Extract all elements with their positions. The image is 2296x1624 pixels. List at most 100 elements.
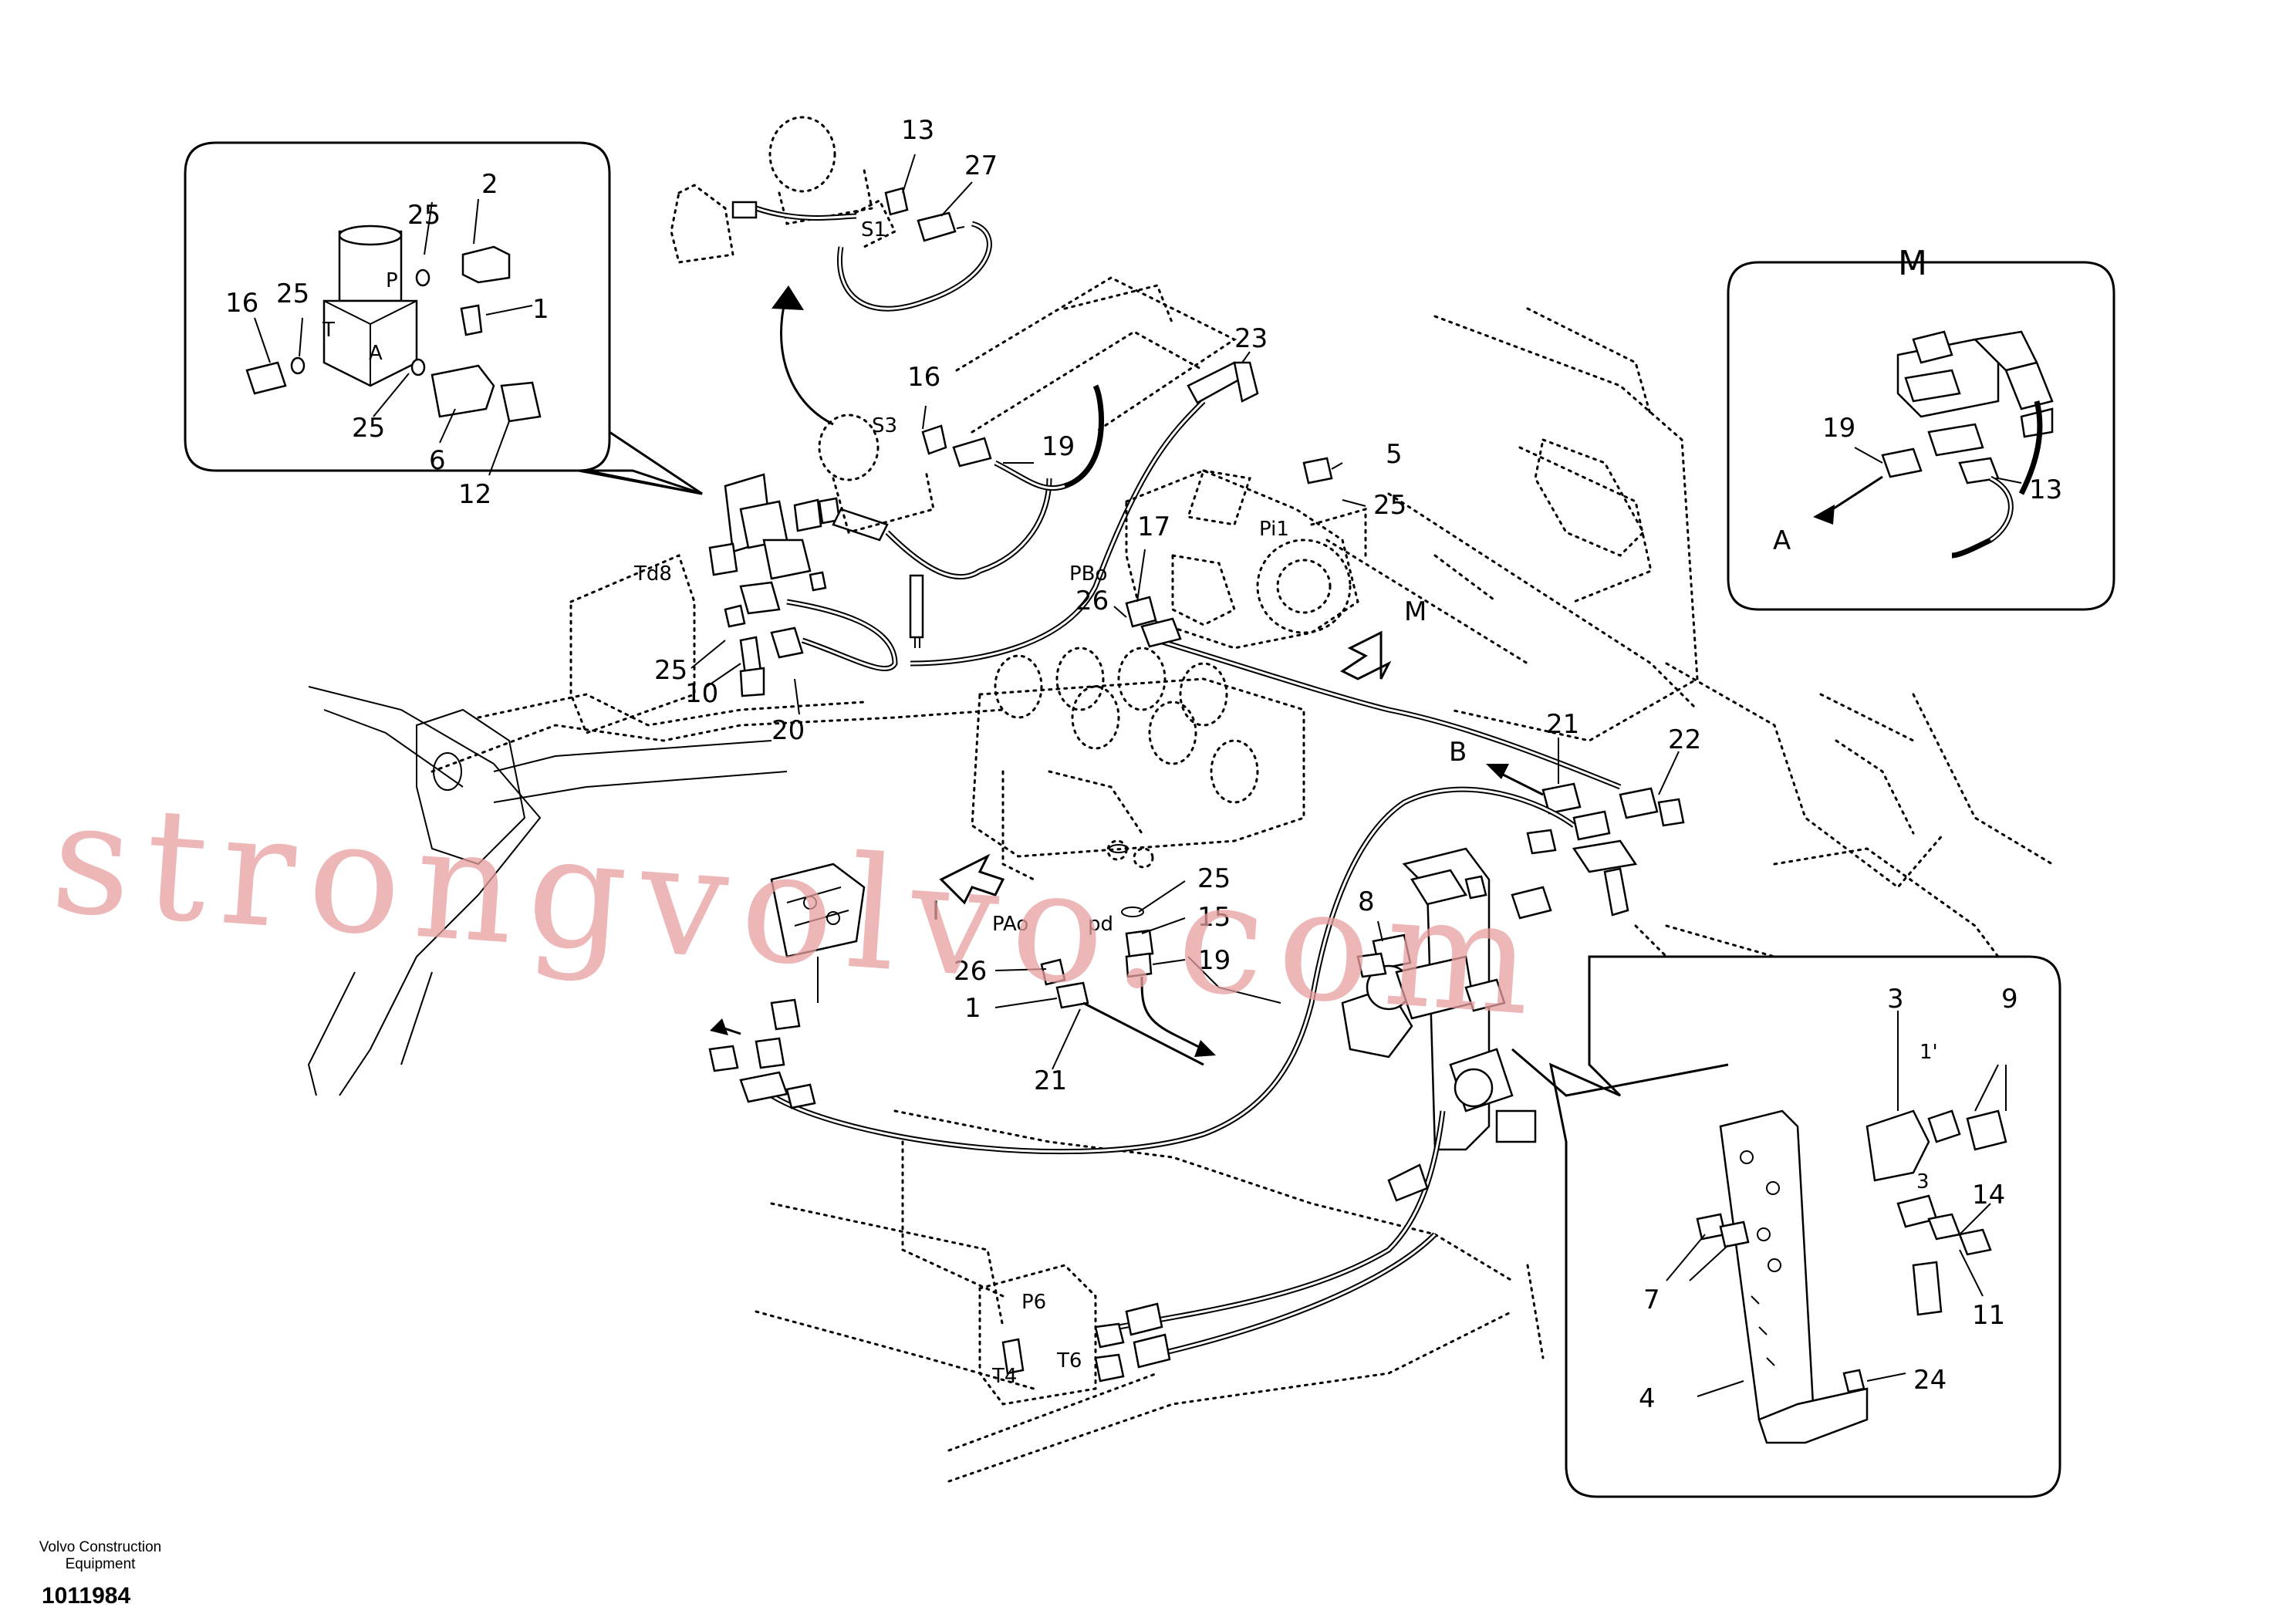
callout-inset-1: 1 xyxy=(532,294,549,325)
drawing-number: 1011984 xyxy=(42,1583,131,1609)
callout-inset-25a: 25 xyxy=(407,200,441,231)
port-inset-p: P xyxy=(386,269,398,292)
port-s3: S3 xyxy=(872,414,897,437)
callout-27: 27 xyxy=(964,150,998,181)
hose-t6 xyxy=(1141,1232,1437,1361)
callout-25-low: 25 xyxy=(1197,863,1231,894)
hose-23-core xyxy=(910,400,1205,665)
port-pbo: PBo xyxy=(1069,562,1107,586)
port-p6: P6 xyxy=(1021,1291,1046,1314)
callout-d-1p: 1' xyxy=(1920,1041,1938,1064)
callout-21-low: 21 xyxy=(1034,1065,1067,1096)
fittings-21-22 xyxy=(1486,764,1685,827)
callout-inset-2: 2 xyxy=(481,169,498,200)
port-pd: pd xyxy=(1088,913,1113,936)
callout-d-7: 7 xyxy=(1643,1285,1660,1315)
port-t4: T4 xyxy=(991,1365,1017,1388)
callout-m-13: 13 xyxy=(2029,474,2062,505)
callout-d-24: 24 xyxy=(1913,1365,1947,1396)
curved-arrow-head xyxy=(772,285,804,310)
view-i-arrow xyxy=(939,853,1005,905)
callout-10: 10 xyxy=(685,678,718,709)
pilot-valve-pi1 xyxy=(1125,469,1367,650)
port-pi1: Pi1 xyxy=(1259,518,1289,541)
fittings-pao-pd xyxy=(1040,844,1216,1066)
callout-25-right: 25 xyxy=(1373,490,1406,521)
callout-26-mid: 26 xyxy=(1075,586,1109,616)
callout-inset-6: 6 xyxy=(429,445,446,476)
callout-d-3b: 3 xyxy=(1916,1170,1930,1194)
callout-inset-25b: 25 xyxy=(276,279,309,309)
machine-frame-outline xyxy=(430,276,2054,1483)
hose-loop-core xyxy=(771,788,1575,1153)
label-flow-b: B xyxy=(1449,737,1467,768)
curved-arrow xyxy=(780,292,834,426)
solenoid-valve-s1 xyxy=(670,116,992,312)
callout-25-mid: 25 xyxy=(654,655,687,686)
callout-17: 17 xyxy=(1137,512,1170,542)
callout-1-low: 1 xyxy=(964,993,981,1024)
detail-m-title: M xyxy=(1898,244,1927,283)
fitting-23 xyxy=(1187,361,1244,404)
valve-block-p6 xyxy=(978,1264,1171,1406)
callout-23: 23 xyxy=(1234,323,1268,354)
callout-d-14: 14 xyxy=(1972,1180,2005,1210)
boom-outline xyxy=(307,686,1281,1096)
hose-17-core xyxy=(1156,639,1621,788)
brand-block: Volvo Construction Equipment xyxy=(15,1539,185,1573)
watermark: strongvolvo.com xyxy=(46,768,1551,1052)
hose-t6-core xyxy=(1141,1233,1437,1359)
fitting-hose-mid xyxy=(1387,1163,1429,1202)
brand-line-1: Volvo Construction xyxy=(39,1539,162,1555)
callout-22: 22 xyxy=(1668,724,1701,755)
port-labels: S1 S3 Pi1 PBo Td8 PAo pd P6 T4 T6 P T A xyxy=(322,218,1289,1388)
fitting-17b xyxy=(1140,617,1182,648)
callout-inset-16: 16 xyxy=(225,288,258,319)
leader-lines xyxy=(690,154,1680,1070)
valve-block-td8 xyxy=(569,473,1052,734)
callout-d-4: 4 xyxy=(1639,1383,1656,1414)
valve-manifold-main xyxy=(1341,810,1638,1151)
brand-line-2: Equipment xyxy=(65,1556,136,1572)
detail-view-i xyxy=(1511,955,2061,1498)
detail-view-m xyxy=(1727,261,2115,611)
callout-21-right: 21 xyxy=(1546,709,1579,740)
solenoid-valve-s3 xyxy=(818,384,1105,534)
label-view-m: M xyxy=(1404,596,1427,627)
callout-5: 5 xyxy=(1386,439,1403,470)
label-view-i: I xyxy=(932,896,940,927)
control-valve-bank xyxy=(971,647,1305,881)
fitting-17 xyxy=(1125,596,1157,628)
callout-20: 20 xyxy=(772,715,805,746)
hose-p6-core xyxy=(1118,1110,1444,1329)
fitting-23-elbow xyxy=(1233,361,1259,403)
lower-left-bracket xyxy=(708,863,866,1109)
callout-19-mid: 19 xyxy=(1042,431,1075,462)
arrow-labels: M I B A M xyxy=(932,244,1927,927)
callout-26-low: 26 xyxy=(954,956,987,987)
callout-d-11: 11 xyxy=(1972,1300,2005,1331)
callout-15: 15 xyxy=(1197,902,1231,933)
port-inset-t: T xyxy=(322,319,335,342)
callout-19-low: 19 xyxy=(1197,945,1231,976)
callout-16-mid: 16 xyxy=(907,362,940,393)
callout-d-3: 3 xyxy=(1887,984,1904,1015)
fitting-5 xyxy=(1302,457,1333,484)
callout-13-top: 13 xyxy=(901,115,934,146)
view-m-arrow xyxy=(1340,630,1392,680)
label-flow-a: A xyxy=(1773,525,1791,556)
port-s1: S1 xyxy=(861,218,886,241)
callout-m-19: 19 xyxy=(1822,413,1855,444)
callout-labels: 13 27 16 19 23 5 25 17 26 25 10 20 21 22… xyxy=(225,115,2062,1414)
callout-inset-25c: 25 xyxy=(352,413,385,444)
detail-inset-valve xyxy=(184,141,703,495)
port-td8: Td8 xyxy=(633,562,672,586)
callout-d-9: 9 xyxy=(2001,984,2018,1015)
port-t6: T6 xyxy=(1056,1349,1082,1372)
callout-8: 8 xyxy=(1358,886,1375,917)
callout-inset-12: 12 xyxy=(458,479,491,510)
port-inset-a: A xyxy=(369,342,383,365)
port-pao: PAo xyxy=(992,913,1028,936)
